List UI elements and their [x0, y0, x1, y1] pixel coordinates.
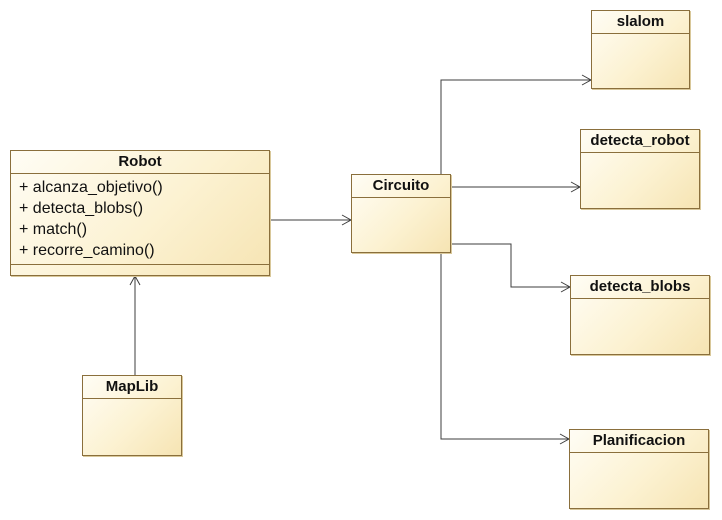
operation-alcanza-objetivo: + alcanza_objetivo() — [19, 179, 163, 196]
class-detecta-blobs[interactable]: detecta_blobs — [570, 275, 710, 355]
class-circuito-name: Circuito — [352, 175, 450, 198]
association-circuito-slalom[interactable] — [440, 79, 591, 174]
class-planificacion-name: Planificacion — [570, 430, 708, 453]
class-detecta-robot-name: detecta_robot — [581, 130, 699, 153]
class-maplib[interactable]: MapLib — [82, 375, 182, 456]
class-robot-name: Robot — [11, 151, 269, 174]
class-detecta-blobs-name: detecta_blobs — [571, 276, 709, 299]
operation-recorre-camino: + recorre_camino() — [19, 242, 155, 259]
arrowhead-robot-icon — [129, 274, 141, 286]
association-circuito-planificacion[interactable] — [440, 253, 569, 440]
class-slalom[interactable]: slalom — [591, 10, 690, 89]
class-detecta-robot[interactable]: detecta_robot — [580, 129, 700, 209]
operation-match: + match() — [19, 221, 88, 238]
class-maplib-name: MapLib — [83, 376, 181, 399]
class-robot[interactable]: Robot + alcanza_objetivo() + detecta_blo… — [10, 150, 270, 276]
class-robot-operations: + alcanza_objetivo() + detecta_blobs() +… — [11, 174, 269, 265]
class-slalom-name: slalom — [592, 11, 689, 34]
association-circuito-detecta-blobs[interactable] — [451, 243, 570, 288]
class-planificacion[interactable]: Planificacion — [569, 429, 709, 509]
class-circuito[interactable]: Circuito — [351, 174, 451, 253]
operation-detecta-blobs: + detecta_blobs() — [19, 200, 144, 217]
